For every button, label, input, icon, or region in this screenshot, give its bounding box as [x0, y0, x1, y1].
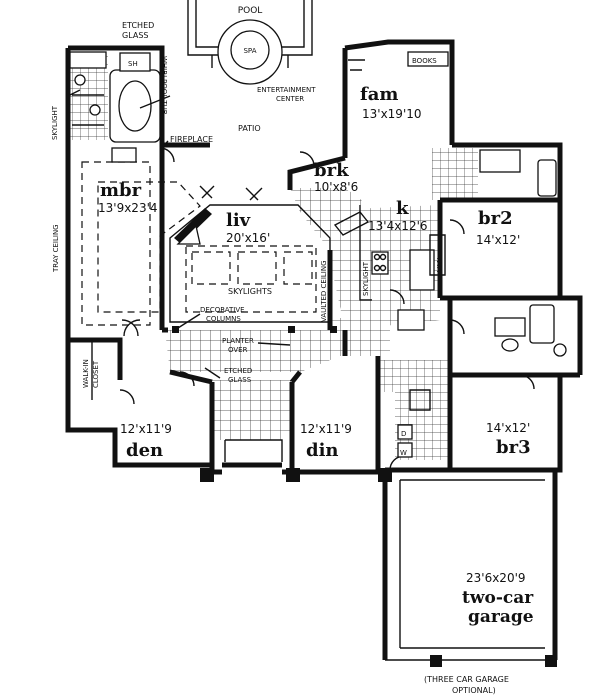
label-walkin-1: WALK-IN	[82, 359, 90, 388]
label-patio: PATIO	[238, 124, 261, 133]
cooktop	[371, 251, 389, 275]
room-name-br3: br3	[496, 437, 531, 458]
label-planter-1: PLANTER	[222, 337, 254, 345]
label-walkin-2: CLOSET	[92, 360, 100, 388]
room-name-din: din	[306, 440, 339, 461]
room-name-den: den	[126, 440, 163, 461]
label-fireplace: FIREPLACE	[170, 135, 213, 144]
room-name-garage-line2: garage	[468, 607, 534, 627]
room-name-mbr: mbr	[100, 180, 142, 201]
spa-label: SPA	[243, 47, 256, 55]
room-dims-liv: 20'x16'	[226, 231, 270, 245]
bath3-tub	[529, 304, 555, 344]
label-etched-glass-1: ETCHED	[224, 367, 252, 375]
tray-ceiling-outline	[81, 161, 151, 326]
label-etched-glass-top-2: GLASS	[122, 31, 148, 40]
living-outline	[169, 204, 331, 323]
label-dryer: D	[401, 430, 406, 438]
details	[69, 51, 567, 667]
room-dims-den: 12'x11'9	[120, 422, 172, 436]
room-dims-mbr: 13'9x23'4	[98, 201, 158, 215]
room-dims-garage: 23'6x20'9	[466, 571, 526, 585]
room-name-brk: brk	[314, 160, 349, 181]
entry-tile	[212, 380, 292, 440]
shower	[119, 52, 151, 72]
label-shower: SH	[128, 60, 138, 68]
label-etched-glass-top-1: ETCHED	[122, 21, 154, 30]
bath2-tile	[432, 148, 478, 200]
label-three-car-2: OPTIONAL)	[452, 686, 496, 695]
label-planter-2: OVER	[228, 346, 248, 354]
label-vanity: VAN	[436, 258, 444, 272]
label-washer: W	[400, 449, 407, 457]
label-skylight-left: SKYLIGHT	[51, 105, 59, 140]
label-entertainment-2: CENTER	[276, 95, 304, 103]
room-name-br2: br2	[478, 208, 513, 229]
fireplace	[174, 208, 212, 244]
tile-floors	[68, 52, 478, 460]
label-decorative-1: DECORATIVE	[200, 306, 245, 314]
room-name-liv: liv	[226, 210, 251, 231]
bath2-tub	[537, 159, 557, 197]
master-bath-tile	[68, 52, 108, 140]
room-dims-k: 13'4x12'6	[368, 219, 428, 233]
pool-label: POOL	[238, 6, 263, 16]
label-etched-glass-2: GLASS	[228, 376, 252, 384]
room-dims-br2: 14'x12'	[476, 233, 520, 247]
label-three-car-1: (THREE CAR GARAGE	[424, 675, 509, 684]
room-name-fam: fam	[360, 84, 398, 105]
room-name-k: k	[396, 198, 409, 219]
label-skylights: SKYLIGHTS	[228, 287, 272, 296]
pool-area: POOL SPA	[187, 0, 313, 85]
room-dims-fam: 13'x19'10	[362, 107, 422, 121]
room-dims-br3: 14'x12'	[486, 421, 530, 435]
room-labels: mbr 13'9x23'4 liv 20'x16' fam 13'x19'10 …	[98, 84, 534, 627]
annotations: ETCHED GLASS SH WHIRLPOOL TUB SKYLIGHT F…	[51, 21, 509, 695]
label-whirlpool-tub: WHIRLPOOL TUB	[160, 56, 168, 115]
label-tray-ceiling: TRAY CEILING	[52, 224, 60, 273]
label-skylight-kitchen: SKYLIGHT	[362, 261, 370, 296]
label-entertainment-1: ENTERTAINMENT	[257, 86, 316, 94]
room-dims-brk: 10'x8'6	[314, 180, 358, 194]
label-vaulted-ceiling: VAULTED CEILING	[320, 260, 328, 322]
toilet	[111, 147, 137, 163]
room-dims-din: 12'x11'9	[300, 422, 352, 436]
label-decorative-2: COLUMNS	[206, 315, 241, 323]
room-name-garage-line1: two-car	[462, 588, 534, 608]
label-books: BOOKS	[412, 57, 437, 65]
spa	[230, 30, 270, 70]
